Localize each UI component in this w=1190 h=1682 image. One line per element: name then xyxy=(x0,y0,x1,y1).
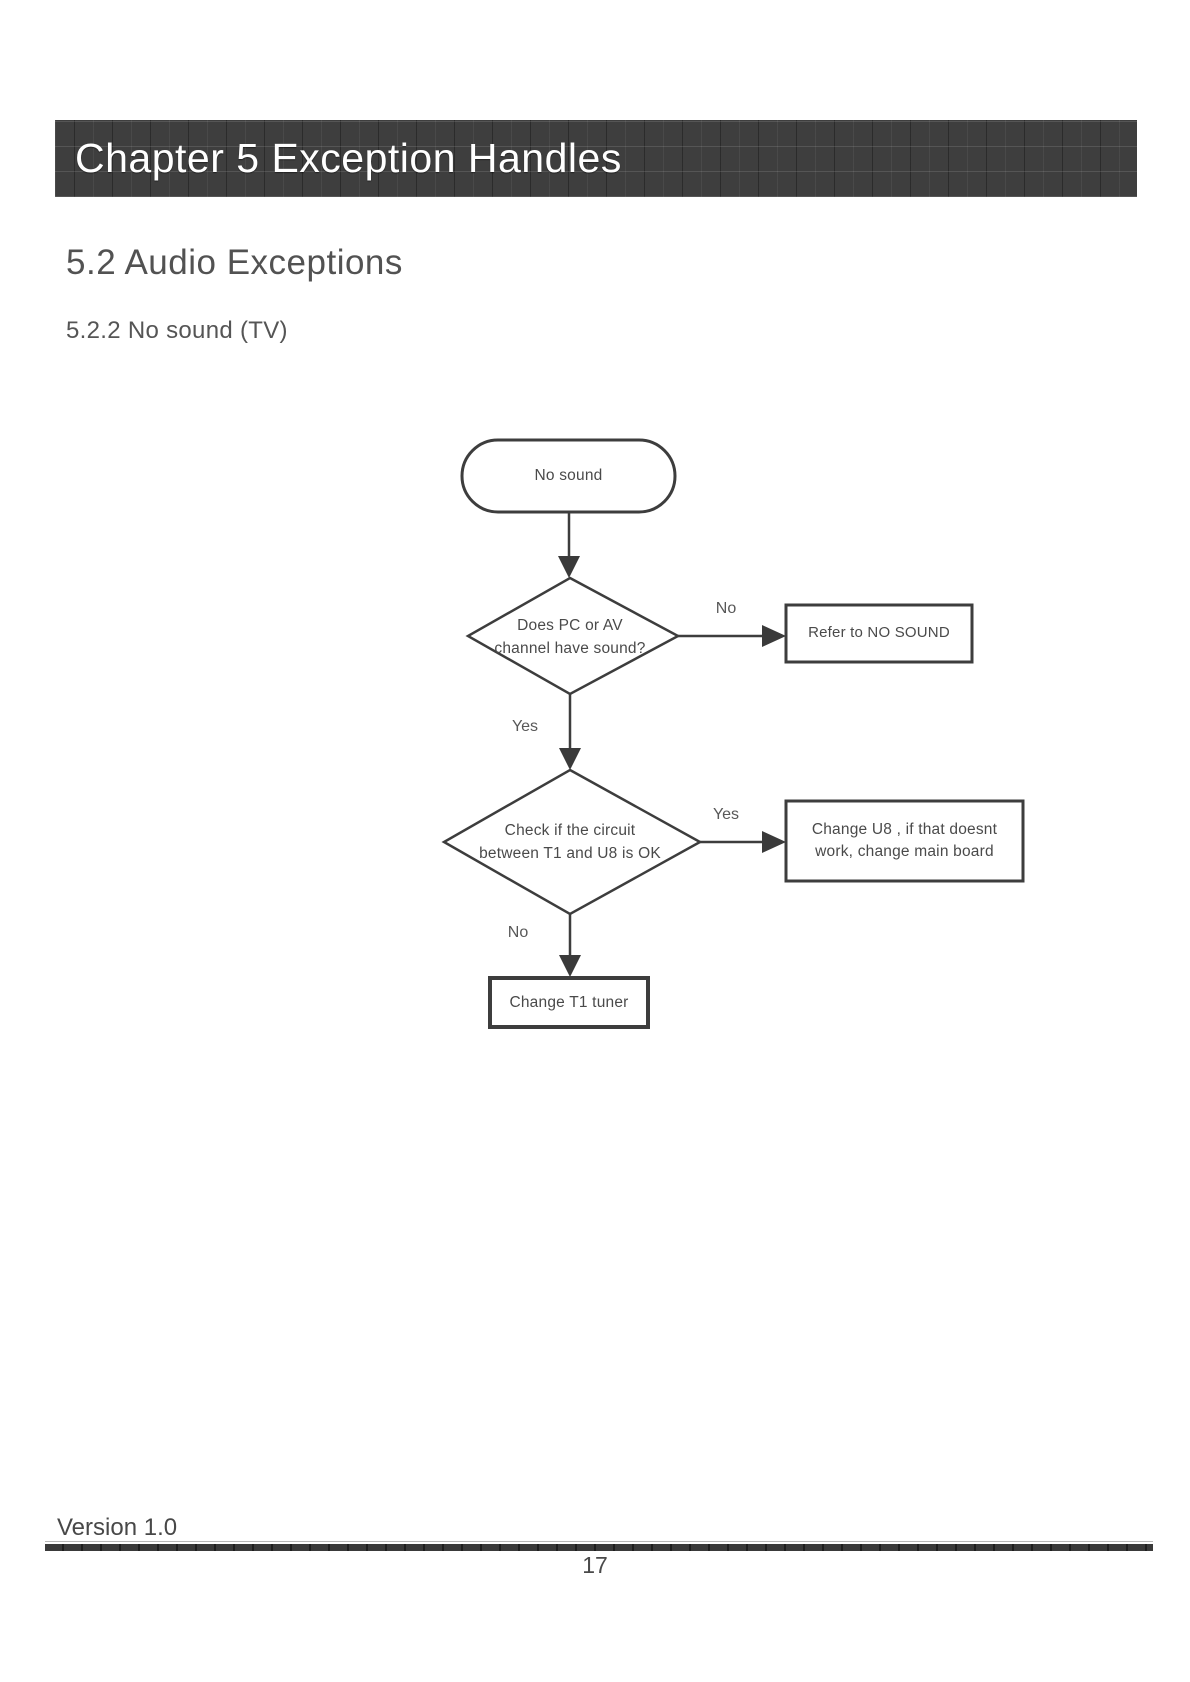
subsection-title: 5.2.2 No sound (TV) xyxy=(66,317,288,344)
change-u8-box xyxy=(784,799,1025,883)
footer-rule xyxy=(45,1544,1153,1551)
footer-version: Version 1.0 xyxy=(57,1514,178,1541)
decision1-label: Does PC or AV channel have sound? xyxy=(494,616,646,657)
page-number: 17 xyxy=(582,1552,608,1578)
arrowhead-down-3-icon xyxy=(559,955,581,977)
edge-label-no-1: No xyxy=(715,600,737,617)
arrowhead-right-2-icon xyxy=(762,831,786,853)
refer-no-sound-label: Refer to NO SOUND xyxy=(808,624,950,642)
chapter-header-bar: Chapter 5 Exception Handles xyxy=(55,120,1137,197)
refer-no-sound-box xyxy=(784,603,974,664)
decision2-label: Check if the circuit between T1 and U8 i… xyxy=(479,821,661,862)
chapter-title: Chapter 5 Exception Handles xyxy=(75,135,622,181)
change-t1-box xyxy=(488,976,650,1029)
arrowhead-right-1-icon xyxy=(762,625,786,647)
change-u8-label: Change U8 , if that doesnt work, change … xyxy=(811,820,998,860)
edge-label-yes-1: Yes xyxy=(511,718,539,735)
section-title: 5.2 Audio Exceptions xyxy=(66,243,403,282)
edge-label-no-2: No xyxy=(507,924,529,941)
arrowhead-down-1-icon xyxy=(558,556,580,578)
edge-label-yes-2: Yes xyxy=(712,806,740,823)
footer-hairline xyxy=(45,1541,1153,1542)
change-t1-label: Change T1 tuner xyxy=(509,993,629,1011)
start-terminator-label: No sound xyxy=(534,467,603,485)
arrowhead-down-2-icon xyxy=(559,748,581,770)
